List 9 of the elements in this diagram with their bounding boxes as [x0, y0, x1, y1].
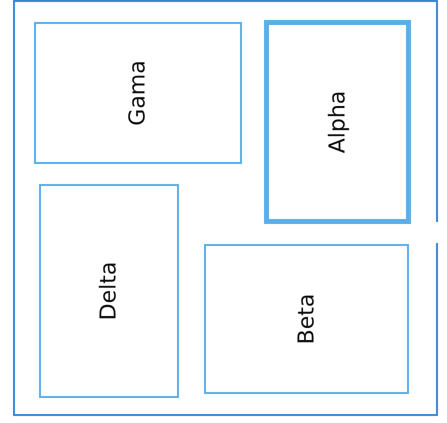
room-box [264, 20, 411, 224]
room-box [39, 184, 179, 398]
room-box [34, 22, 242, 164]
room-label: Alpha [325, 90, 350, 154]
room-label: Delta [96, 262, 122, 320]
room-label: Beta [294, 294, 319, 344]
room-box [204, 244, 409, 394]
room-label: Gama [126, 60, 150, 126]
building-outline [13, 0, 438, 416]
